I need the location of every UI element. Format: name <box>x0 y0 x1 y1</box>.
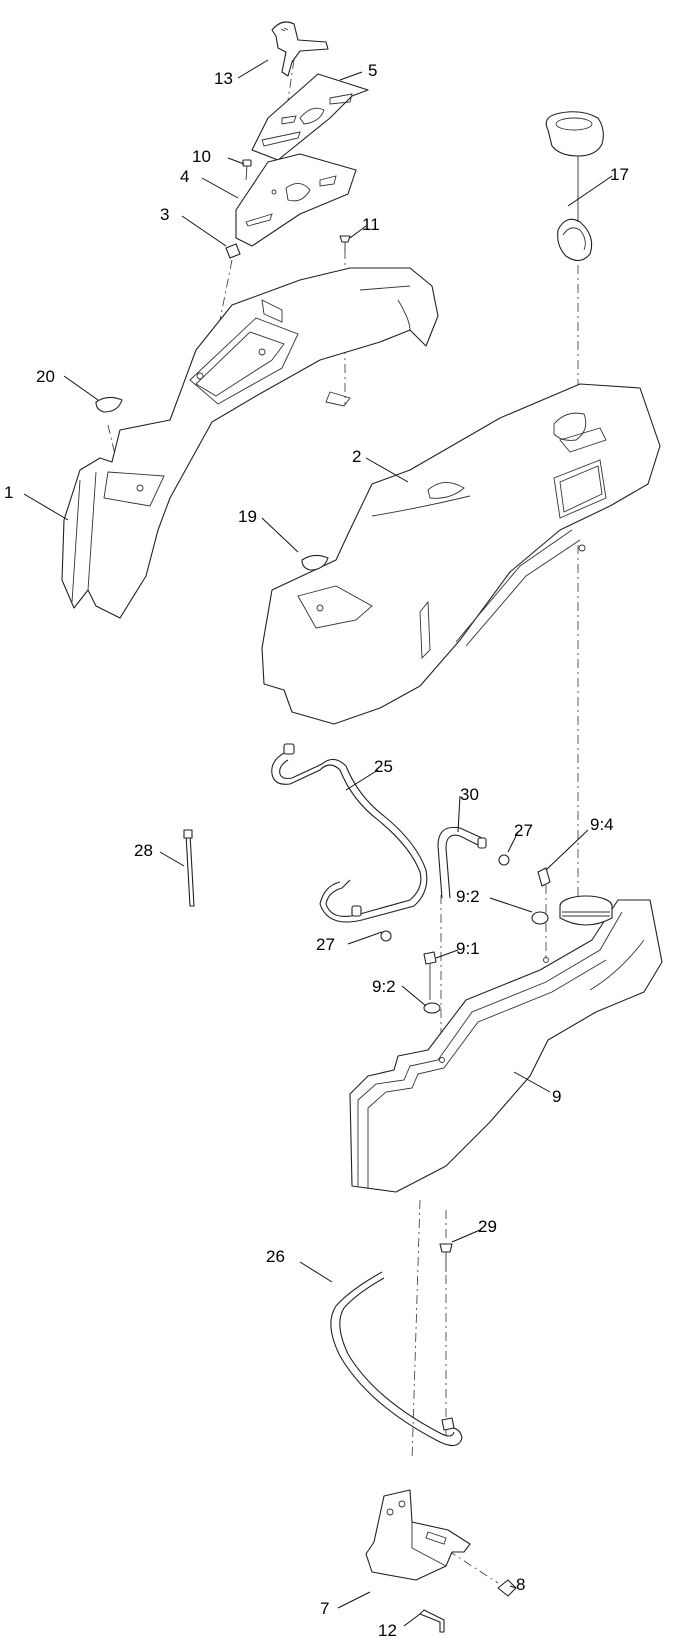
callout-labels: 13 5 10 4 3 11 17 20 1 2 19 25 28 30 27 … <box>4 61 629 1640</box>
callout-17: 17 <box>610 165 629 184</box>
part-9-4-fitting <box>537 867 551 887</box>
callout-12: 12 <box>378 1621 397 1640</box>
part-9-fuel-tank <box>349 895 663 1193</box>
callout-9-2-lower: 9:2 <box>372 977 396 996</box>
callout-27-lower: 27 <box>316 935 335 954</box>
callout-9-2-upper: 9:2 <box>456 887 480 906</box>
part-1-hood <box>61 267 439 619</box>
callout-7: 7 <box>320 1599 329 1618</box>
part-13-knob <box>271 21 329 77</box>
part-9-2-grommet-lower <box>423 1002 441 1014</box>
callout-9-4: 9:4 <box>590 815 614 834</box>
assembly-center-lines <box>107 59 579 1584</box>
part-28-cable-tie <box>183 829 195 907</box>
callout-11: 11 <box>362 215 380 234</box>
callout-3: 3 <box>160 205 169 224</box>
callout-26: 26 <box>266 1247 285 1266</box>
callout-13: 13 <box>214 69 233 88</box>
callout-28: 28 <box>134 841 153 860</box>
part-27-clamp-lower <box>380 930 392 942</box>
part-26-hose <box>330 1271 463 1447</box>
callout-8: 8 <box>516 1575 525 1594</box>
callout-1: 1 <box>4 483 13 502</box>
callout-4: 4 <box>180 167 189 186</box>
callout-9-1: 9:1 <box>456 939 480 958</box>
part-25-hose <box>271 743 428 923</box>
leader-lines <box>23 59 613 1627</box>
callout-20: 20 <box>36 367 55 386</box>
part-20-grommet <box>95 396 123 413</box>
part-12-clip <box>419 1609 445 1633</box>
callout-29: 29 <box>478 1217 497 1236</box>
part-9-1-fitting <box>423 951 437 1000</box>
part-5-decal <box>251 73 369 161</box>
part-3-clip-nut <box>225 243 241 259</box>
part-10-screw <box>242 159 252 181</box>
part-2-tank-cover <box>261 383 661 725</box>
part-27-clamp-upper <box>498 854 510 866</box>
part-30-vent-hose <box>437 826 487 899</box>
callout-2: 2 <box>352 447 361 466</box>
part-8-nut <box>497 1579 517 1597</box>
part-9-2-grommet-upper <box>531 911 549 925</box>
part-11-screw <box>339 235 351 252</box>
part-19-grommet <box>301 554 329 571</box>
callout-25: 25 <box>374 757 393 776</box>
callout-9: 9 <box>552 1087 561 1106</box>
callout-19: 19 <box>238 507 257 526</box>
callout-5: 5 <box>368 61 377 80</box>
part-17-fuel-cap <box>545 111 604 262</box>
callout-10: 10 <box>192 147 211 166</box>
callout-30: 30 <box>460 785 479 804</box>
callout-27-upper: 27 <box>514 821 533 840</box>
part-4-plate <box>235 153 357 247</box>
part-7-bracket <box>365 1489 471 1581</box>
part-29-bolt <box>439 1243 453 1272</box>
